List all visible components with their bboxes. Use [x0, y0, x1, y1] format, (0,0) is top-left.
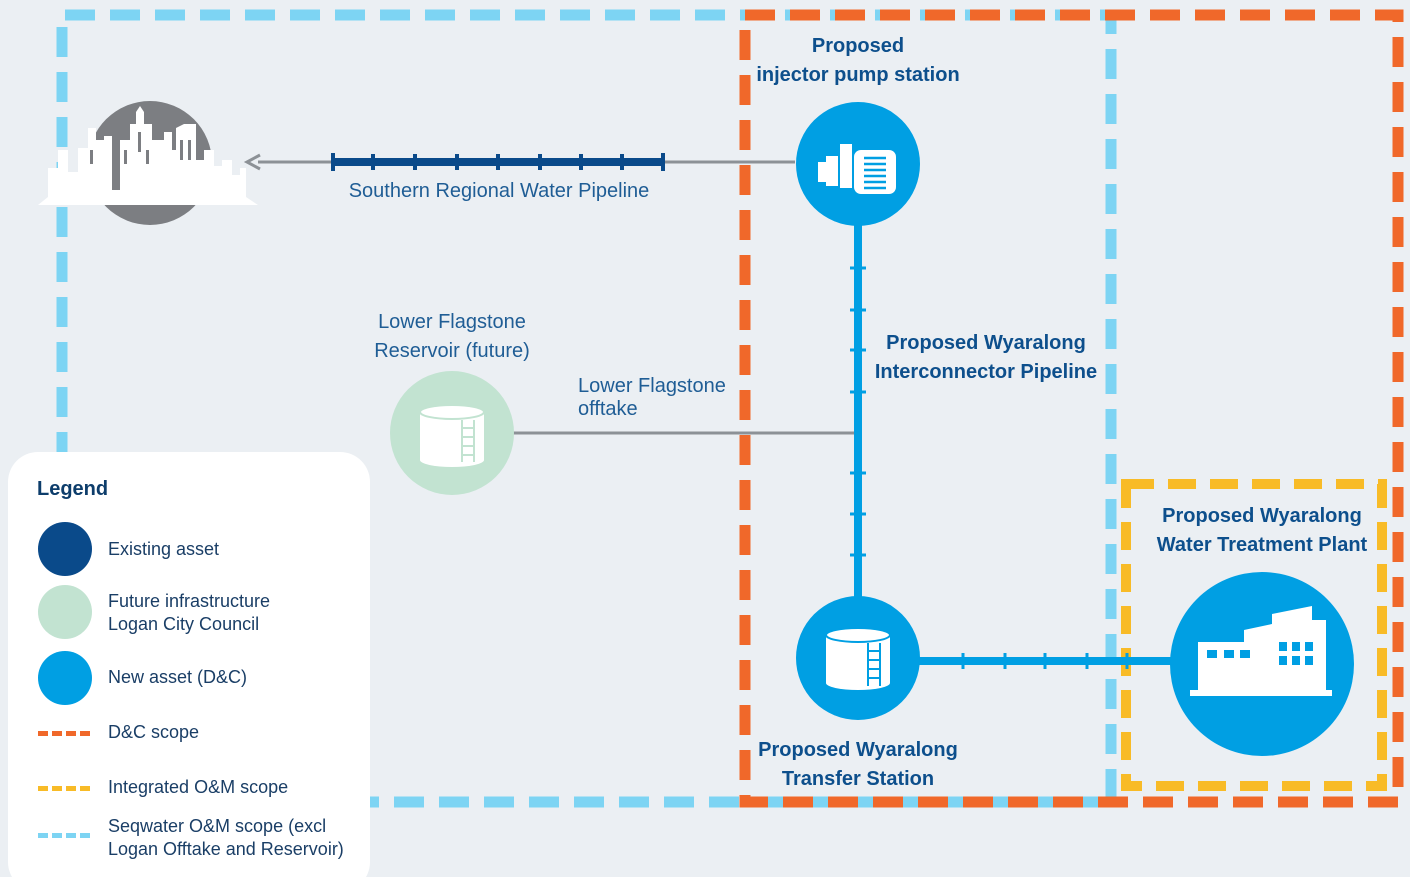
existing-asset-swatch	[38, 522, 92, 576]
arrow-head	[243, 153, 261, 171]
treatment-plant-pipeline	[915, 653, 1178, 669]
pump-station-icon	[796, 102, 920, 226]
legend-item-label: Seqwater O&M scope (excl	[108, 816, 327, 836]
dc-scope-swatch	[38, 731, 90, 736]
legend-item-label: Existing asset	[108, 539, 220, 559]
treatment-plant-label: Proposed Wyaralong Water Treatment Plant	[1156, 505, 1368, 556]
legend-item-label: Logan Offtake and Reservoir)	[108, 839, 344, 859]
integrated-om-scope-swatch	[38, 786, 90, 791]
future-infrastructure-swatch	[38, 585, 92, 639]
lower-flagstone-reservoir-label: Lower Flagstone Reservoir (future)	[374, 311, 530, 362]
interconnector-pipeline-label: Proposed Wyaralong Interconnector Pipeli…	[874, 332, 1098, 383]
legend-item-label: Future infrastructure	[108, 591, 271, 611]
new-asset-swatch	[38, 651, 92, 705]
transfer-station-icon	[796, 596, 920, 720]
city-skyline-icon	[38, 101, 258, 225]
lower-flagstone-offtake-label: Lower Flagstone offtake	[578, 375, 726, 420]
dc-scope-boundary	[739, 9, 1404, 808]
legend-item-label: Integrated O&M scope	[108, 777, 289, 797]
seqwater-om-scope-swatch	[38, 833, 90, 838]
legend-item-label: Logan City Council	[108, 614, 260, 634]
legend-panel: Legend Existing asset Future infrastruct…	[8, 452, 370, 877]
legend-item-label: New asset (D&C)	[108, 667, 248, 687]
legend-item-label: D&C scope	[108, 722, 200, 742]
southern-regional-pipeline	[331, 153, 665, 171]
interconnector-pipeline	[850, 220, 866, 605]
transfer-station-label: Proposed Wyaralong Transfer Station	[758, 739, 958, 790]
southern-pipeline-label: Southern Regional Water Pipeline	[348, 180, 650, 202]
treatment-plant-icon	[1170, 572, 1354, 756]
legend-title: Legend	[37, 478, 109, 500]
injector-station-label: Proposed injector pump station	[756, 35, 960, 86]
reservoir-tank-icon	[390, 371, 514, 495]
integrated-om-scope-boundary	[1121, 479, 1387, 791]
